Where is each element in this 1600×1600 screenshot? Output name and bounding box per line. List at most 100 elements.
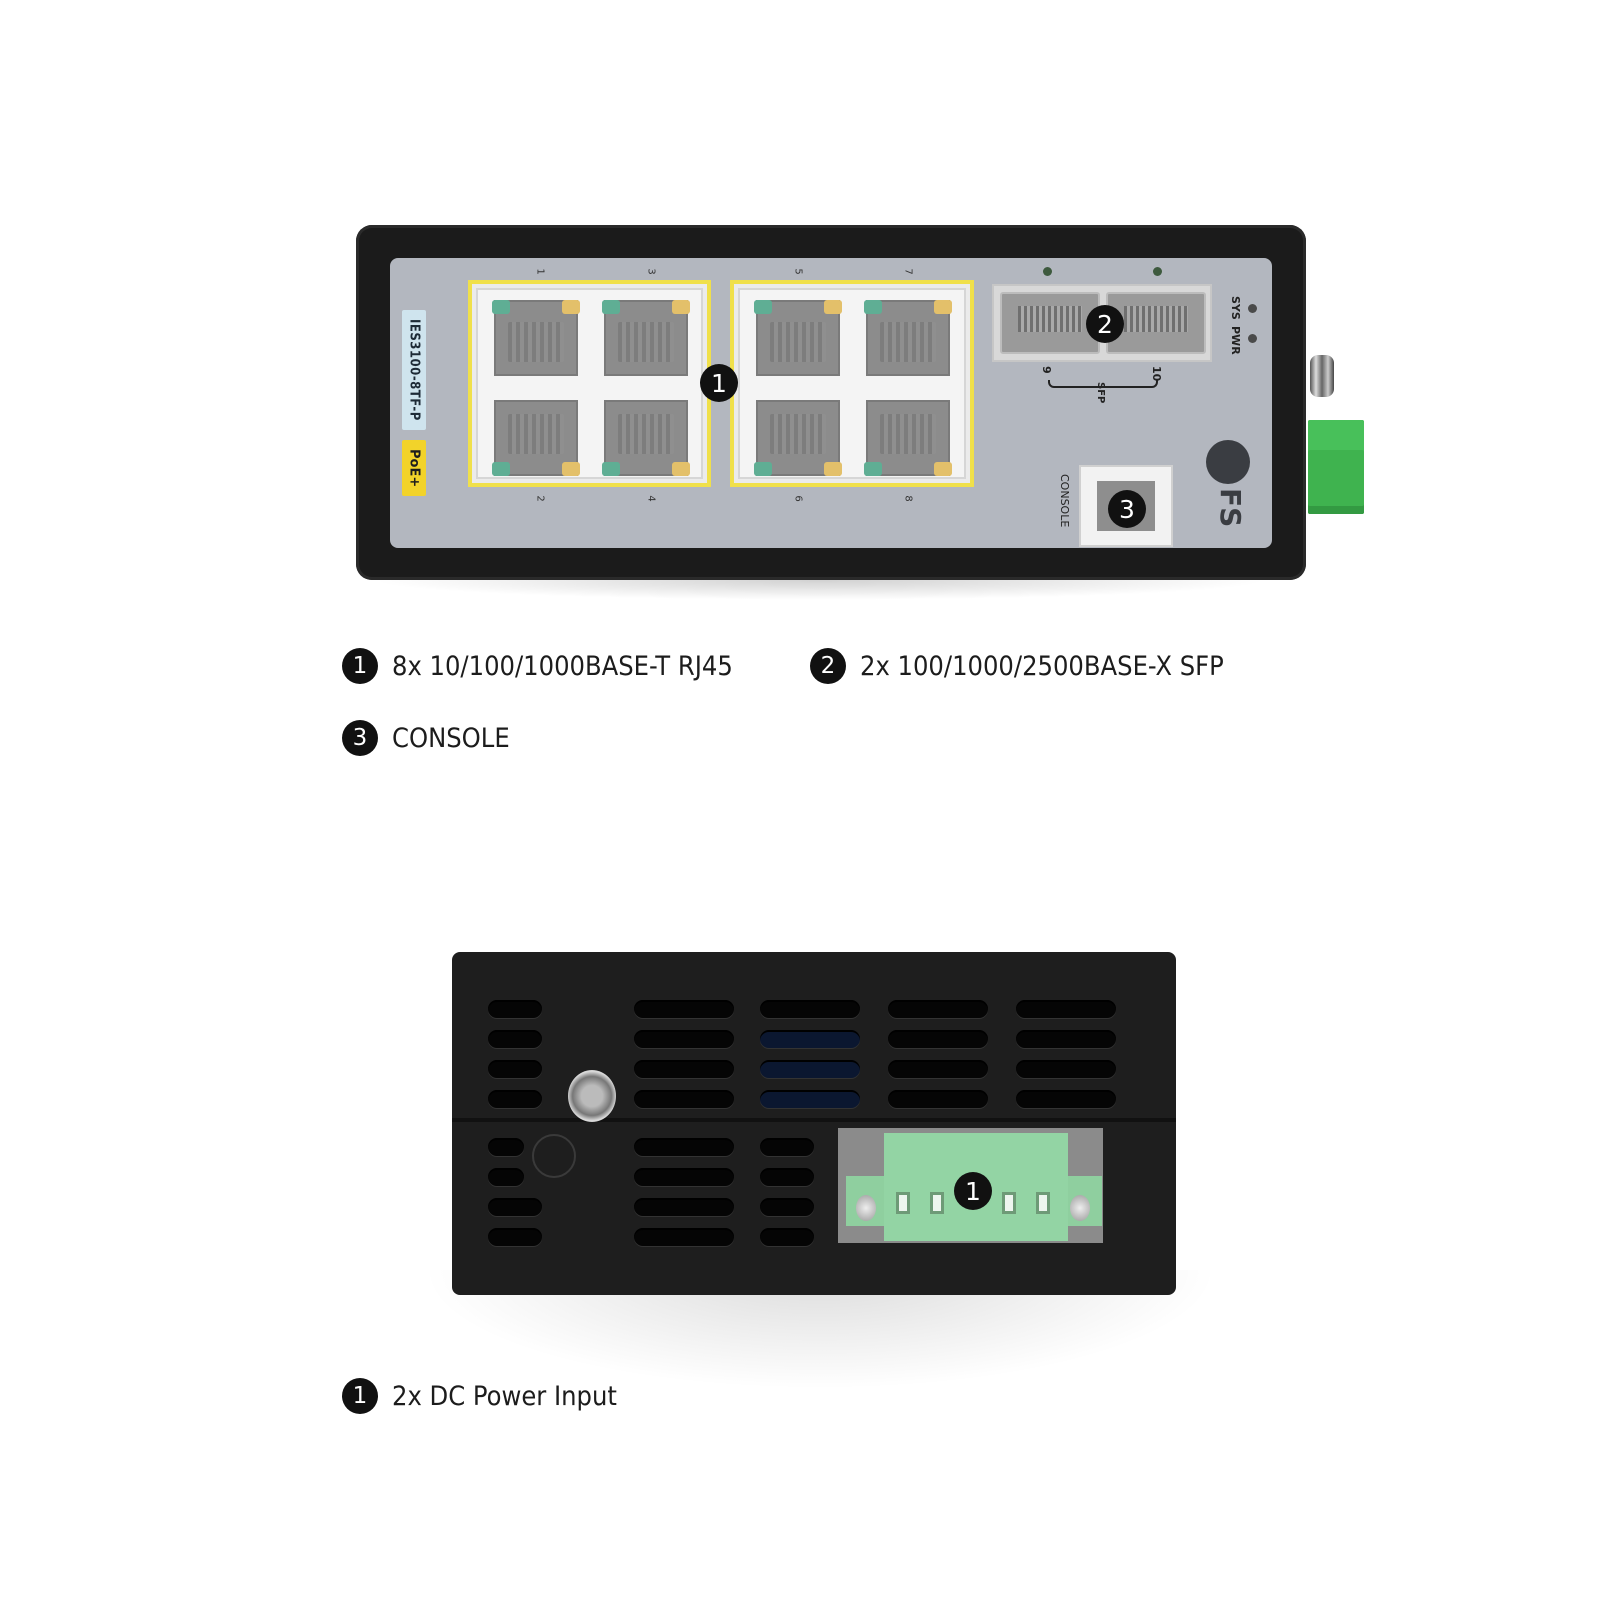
vent-slot [488,1198,542,1216]
vent-slot [634,1138,734,1156]
link-led-icon [602,300,620,314]
model-label: IES3100-8TF-P [402,310,426,430]
legend-item-console: 3 CONSOLE [342,720,510,756]
legend-item-sfp: 2 2x 100/1000/2500BASE-X SFP [810,648,1224,684]
port-number-6: 6 [792,495,804,502]
legend-badge: 2 [810,648,846,684]
link-led-icon [864,300,882,314]
legend-text: 2x 100/1000/2500BASE-X SFP [860,650,1224,682]
activity-led-icon [934,300,952,314]
vent-slot [634,1060,734,1078]
vent-slot [634,1198,734,1216]
rj45-port-8[interactable] [864,400,952,476]
vent-slot [488,1168,524,1186]
rj45-port-3[interactable] [602,300,690,376]
vent-slot [1016,1000,1116,1018]
vent-slot [760,1000,860,1018]
sfp-10-led-icon [1153,267,1162,276]
console-label: CONSOLE [1058,474,1071,528]
vent-slot [1016,1060,1116,1078]
link-led-icon [864,462,882,476]
vent-slot [1016,1030,1116,1048]
activity-led-icon [824,300,842,314]
link-led-icon [602,462,620,476]
port-number-4: 4 [645,495,657,502]
callout-badge-2: 2 [1086,305,1124,343]
vent-slot [760,1168,814,1186]
rj45-port-7[interactable] [864,300,952,376]
vent-slot [888,1090,988,1108]
port-number-2: 2 [534,495,546,502]
legend-item-rj45: 1 8x 10/100/1000BASE-T RJ45 [342,648,733,684]
link-led-icon [754,462,772,476]
rj45-port-group-left [468,280,711,487]
activity-led-icon [562,300,580,314]
callout-badge-1: 1 [700,364,738,402]
legend-badge: 3 [342,720,378,756]
activity-led-icon [672,300,690,314]
mounting-screw-icon [1070,1195,1090,1221]
port-number-3: 3 [645,268,657,275]
legend-badge: 1 [342,1378,378,1414]
activity-led-icon [934,462,952,476]
port-number-7: 7 [902,268,914,275]
legend-item-dc-power: 1 2x DC Power Input [342,1378,617,1414]
rj45-port-6[interactable] [754,400,842,476]
vent-slot [888,1000,988,1018]
terminal-pin [896,1192,910,1214]
vent-slot [634,1228,734,1246]
sfp-9-led-icon [1043,267,1052,276]
vent-slot [1016,1090,1116,1108]
legend-text: 8x 10/100/1000BASE-T RJ45 [392,650,733,682]
terminal-pin [930,1192,944,1214]
vent-slot [488,1000,542,1018]
vent-slot [488,1090,542,1108]
port-number-8: 8 [902,495,914,502]
ground-symbol-icon [532,1134,576,1178]
sfp-port-number-10: 10 [1150,366,1163,382]
sfp-port-9[interactable] [1000,292,1100,354]
mounting-screw-icon [856,1195,876,1221]
rj45-port-1[interactable] [492,300,580,376]
activity-led-icon [672,462,690,476]
activity-led-icon [824,462,842,476]
poe-badge: PoE+ [402,440,426,496]
callout-badge-1: 1 [954,1172,992,1210]
rj45-port-2[interactable] [492,400,580,476]
vent-slot [760,1090,860,1108]
legend-text: CONSOLE [392,722,510,754]
vent-slot [760,1138,814,1156]
vent-slot [488,1060,542,1078]
vent-slot [634,1000,734,1018]
vent-slot [888,1060,988,1078]
port-number-1: 1 [534,268,546,275]
vent-slot [488,1138,524,1156]
link-led-icon [754,300,772,314]
legend-text: 2x DC Power Input [392,1380,617,1412]
screw-icon [568,1070,616,1122]
vent-slot [760,1198,814,1216]
brand-name: FS [1214,488,1247,528]
activity-led-icon [562,462,580,476]
sfp-group-label: SFP [1095,382,1106,404]
vent-slot [634,1168,734,1186]
terminal-pin [1002,1192,1016,1214]
vent-slot [488,1030,542,1048]
grounding-screw-icon [1310,355,1334,397]
sys-led-icon [1248,304,1257,313]
pwr-led-label: PWR [1229,326,1242,355]
rj45-port-4[interactable] [602,400,690,476]
sfp-bracket [1048,380,1158,388]
link-led-icon [492,462,510,476]
callout-badge-3: 3 [1108,490,1146,528]
rj45-port-group-right [730,280,974,487]
link-led-icon [492,300,510,314]
power-terminal-block-side [1308,420,1364,514]
vent-slot [760,1228,814,1246]
vent-slot [760,1060,860,1078]
vent-slot [488,1228,542,1246]
port-number-5: 5 [792,268,804,275]
vent-slot [760,1030,860,1048]
legend-badge: 1 [342,648,378,684]
rj45-port-5[interactable] [754,300,842,376]
